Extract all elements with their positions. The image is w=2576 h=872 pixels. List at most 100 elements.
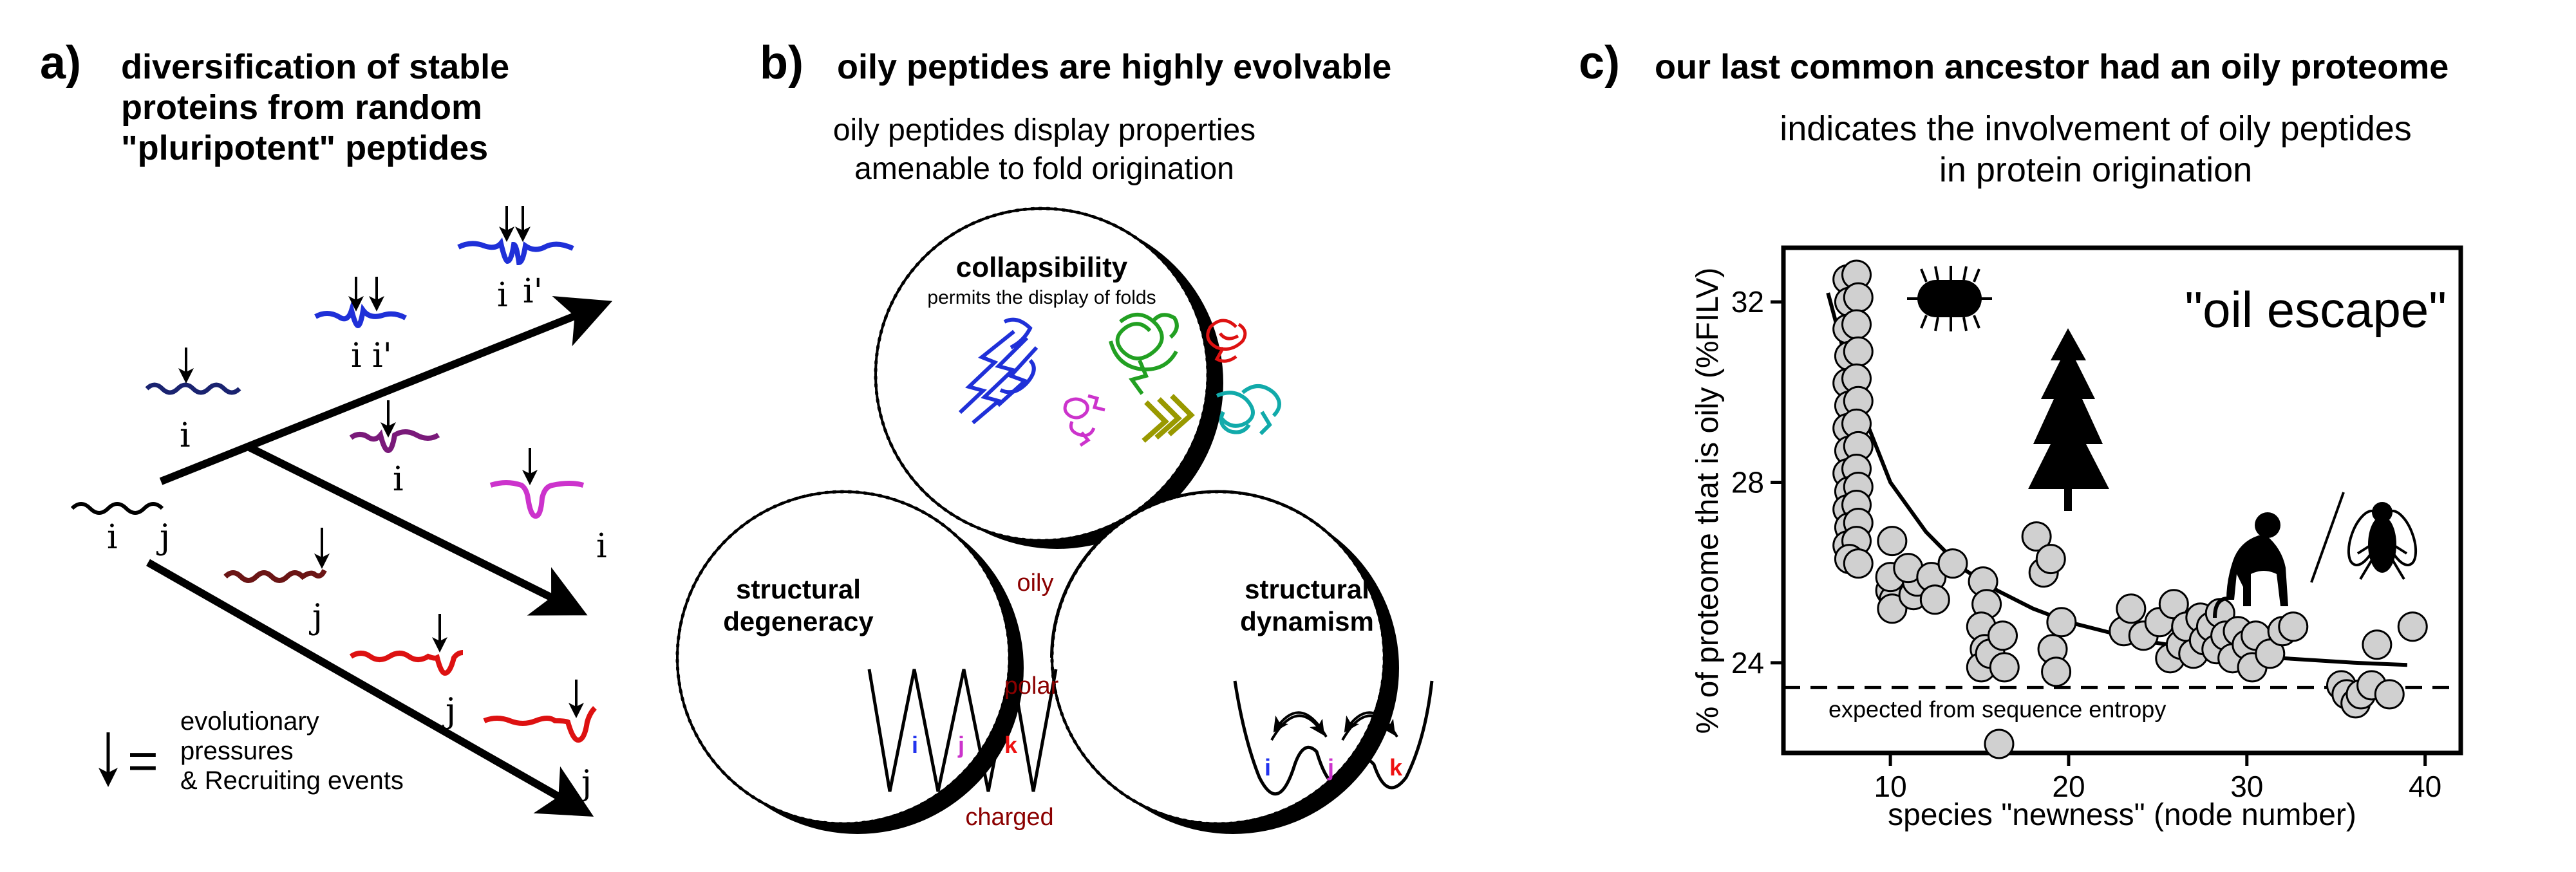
plot-frame: [1781, 245, 2463, 756]
data-point: [2046, 607, 2077, 638]
overlap-label-polar: polar: [1004, 673, 1059, 700]
oil-escape-annotation: "oil escape": [2185, 281, 2447, 338]
panel-b-title: oily peptides are highly evolvable: [837, 48, 1391, 86]
peptide-red-2: [483, 706, 597, 743]
root-label-i: i: [107, 518, 118, 557]
degeneracy-state-j: j: [957, 732, 964, 758]
dynamism-state-i: i: [1264, 754, 1271, 781]
data-point: [1937, 548, 1968, 579]
label-i-end: i: [596, 527, 607, 566]
panel-a-title-line-1: diversification of stable: [121, 48, 509, 86]
protein-fold-cyan-icon: [1216, 384, 1281, 436]
data-point: [2021, 521, 2052, 552]
panel-a-title-line-3: "pluripotent" peptides: [121, 129, 488, 167]
data-point: [1841, 309, 1872, 340]
data-point: [1843, 336, 1874, 367]
y-tick-label: 24: [1731, 646, 1764, 680]
data-point: [1843, 282, 1874, 313]
data-point: [1989, 652, 2020, 683]
peptide-blue-2: [457, 237, 574, 266]
dynamism-hop-arrow-4: [1344, 711, 1398, 737]
protein-fold-olive-icon: [1142, 394, 1195, 443]
data-point: [2362, 629, 2393, 660]
x-tick-label: 30: [2230, 770, 2263, 803]
monkey-icon: [2213, 512, 2288, 618]
structural-dynamism-line-1: structural: [1245, 574, 1369, 604]
label-j-red-2: j: [578, 764, 592, 802]
panel-c-subtitle-line-1: indicates the involvement of oily peptid…: [1780, 109, 2412, 148]
panel-c-subtitle-line-2: in protein origination: [1939, 151, 2252, 189]
collapsibility-title: collapsibility: [956, 252, 1128, 283]
legend-line-1: evolutionary: [180, 707, 319, 736]
overlap-label-charged: charged: [965, 804, 1053, 831]
data-point: [1984, 728, 2015, 759]
root-peptide-wave: [70, 502, 164, 515]
panel-a: a) diversification of stable proteins fr…: [40, 37, 612, 817]
degeneracy-state-k: k: [1004, 732, 1018, 758]
data-point: [2397, 611, 2428, 642]
dynamism-energy-curve: [1233, 680, 1434, 796]
collapsibility-subtitle: permits the display of folds: [927, 287, 1156, 308]
label-i-blue-2: i: [497, 276, 508, 315]
panel-a-title-line-2: proteins from random: [121, 88, 482, 127]
data-point: [2116, 593, 2147, 624]
y-tick-label: 28: [1731, 465, 1764, 499]
icon-separator-slash: [2310, 492, 2345, 583]
tree-icon: [2028, 328, 2109, 511]
peptide-darkred: [223, 569, 327, 583]
protein-fold-green-icon: [1109, 312, 1179, 395]
y-tick-label: 32: [1731, 285, 1764, 319]
branch-arrow-lower: [146, 559, 594, 817]
x-tick-label: 20: [2052, 770, 2085, 803]
peptide-purple: [349, 429, 440, 454]
protein-fold-red-icon: [1206, 319, 1247, 363]
peptide-blue-1: [314, 300, 407, 329]
panel-c-letter: c): [1579, 37, 1620, 89]
data-point: [1877, 593, 1908, 624]
protein-fold-magenta-icon: [1063, 394, 1105, 447]
structural-degeneracy-line-1: structural: [736, 574, 861, 604]
dynamism-state-k: k: [1389, 754, 1403, 781]
panel-c-title: our last common ancestor had an oily pro…: [1655, 48, 2449, 86]
peptide-navy: [145, 382, 241, 395]
data-point: [2374, 679, 2405, 710]
panel-c: c) our last common ancestor had an oily …: [1579, 37, 2463, 832]
panel-b: b) oily peptides are highly evolvable oi…: [675, 37, 1434, 834]
top-circle-dotted: [874, 207, 1210, 543]
x-tick-label: 10: [1874, 770, 1907, 803]
structural-degeneracy-line-2: degeneracy: [723, 606, 874, 636]
data-point: [1988, 620, 2018, 651]
left-circle-dotted: [675, 490, 1011, 826]
panel-b-letter: b): [760, 37, 804, 89]
data-point: [1843, 548, 1874, 579]
panel-b-subtitle-line-2: amenable to fold origination: [854, 152, 1234, 186]
x-axis-label: species "newness" (node number): [1888, 798, 2356, 832]
legend-line-2: pressures: [180, 737, 294, 765]
data-point: [2278, 611, 2309, 642]
peptide-red-1: [349, 650, 464, 676]
dynamism-state-j: j: [1327, 754, 1334, 781]
panel-b-subtitle-line-1: oily peptides display properties: [833, 113, 1255, 147]
label-j-darkred: j: [309, 598, 323, 636]
label-ip-blue-2: i': [523, 272, 543, 311]
right-circle-dotted: [1050, 490, 1386, 826]
label-ip-blue-1: i': [372, 337, 392, 375]
reference-line-label: expected from sequence entropy: [1829, 696, 2166, 722]
data-point: [1919, 584, 1950, 615]
legend-equals: =: [127, 732, 158, 790]
structural-dynamism-line-2: dynamism: [1240, 606, 1374, 636]
y-axis-label: % of proteome that is oily (%FILV): [1691, 268, 1725, 734]
panel-a-letter: a): [40, 37, 81, 89]
left-circle: [676, 490, 1011, 825]
data-point: [2041, 656, 2072, 687]
right-circle: [1051, 490, 1386, 825]
data-point: [2035, 544, 2066, 575]
label-i-navy: i: [180, 416, 191, 455]
protein-fold-blue-icon: [958, 317, 1039, 425]
data-point: [1877, 526, 1908, 557]
peptide-magenta: [489, 480, 585, 519]
branch-arrow-upper: [159, 295, 612, 485]
legend-line-3: & Recruiting events: [180, 766, 404, 795]
